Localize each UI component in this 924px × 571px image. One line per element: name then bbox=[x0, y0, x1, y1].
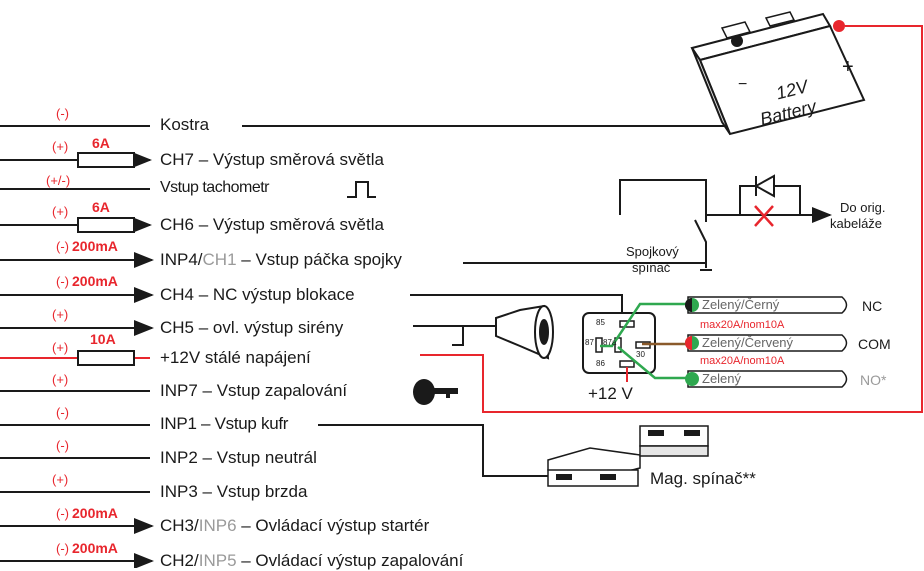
wire-polarity: (-) bbox=[56, 106, 69, 121]
wire-label-kostra: Kostra bbox=[160, 115, 210, 134]
cut-icon bbox=[754, 205, 774, 227]
output-rating-com: max20A/nom10A bbox=[700, 355, 785, 367]
relay-supply: +12 V bbox=[588, 384, 633, 403]
current-rating: 200mA bbox=[72, 540, 118, 556]
wire-polarity: (+) bbox=[52, 472, 69, 487]
battery-icon bbox=[690, 11, 866, 136]
output-wire-nc: Zelený/Černý bbox=[702, 297, 780, 312]
wire-polarity: (+) bbox=[52, 204, 69, 219]
out-box-no bbox=[687, 370, 848, 388]
relay-pin: 87 bbox=[585, 338, 594, 347]
wire-label-ch5: CH5 – ovl. výstup sirény bbox=[160, 318, 344, 337]
output-wire-com: Zelený/Červený bbox=[702, 335, 794, 350]
relay-pin: 30 bbox=[636, 350, 645, 359]
wire-polarity: (+) bbox=[52, 340, 69, 355]
wire-label-ch6: CH6 – Výstup směrová světla bbox=[160, 215, 384, 234]
output-wire-no: Zelený bbox=[702, 371, 742, 386]
current-rating: 200mA bbox=[72, 505, 118, 521]
wire-label-ch3: CH3/INP6 – Ovládací výstup startér bbox=[160, 516, 430, 535]
output-tag-no: NO* bbox=[860, 372, 887, 388]
wire-polarity: (-) bbox=[56, 541, 69, 556]
current-rating: 200mA bbox=[72, 238, 118, 254]
fuse-6a-ch6 bbox=[77, 217, 135, 233]
wire-label-inp4: INP4/CH1 – Vstup páčka spojky bbox=[160, 250, 402, 269]
fuse-6a-ch7 bbox=[77, 152, 135, 168]
wire-label-inp3: INP3 – Vstup brzda bbox=[160, 482, 308, 501]
output-rating-nc: max20A/nom10A bbox=[700, 319, 785, 331]
relay-pin: 87a bbox=[603, 338, 617, 347]
siren-icon bbox=[495, 304, 554, 360]
fuse-rating: 6A bbox=[92, 135, 110, 151]
wire-battery-plus bbox=[420, 25, 923, 413]
wire-polarity: (+) bbox=[52, 372, 69, 387]
out-box-com bbox=[687, 334, 848, 352]
orig-label-2: kabeláže bbox=[830, 216, 883, 231]
wire-label-ch4: CH4 – NC výstup blokace bbox=[160, 285, 355, 304]
current-rating: 200mA bbox=[72, 273, 118, 289]
wire-polarity: (-) bbox=[56, 405, 69, 420]
magswitch-label: Mag. spínač** bbox=[650, 469, 756, 488]
battery-plus: + bbox=[842, 56, 854, 78]
wire-label-inp7: INP7 – Vstup zapalování bbox=[160, 381, 348, 400]
key-icon bbox=[413, 379, 458, 405]
battery-minus: − bbox=[738, 76, 748, 93]
magnet-switch-icon bbox=[547, 425, 709, 487]
orig-label-1: Do orig. bbox=[840, 200, 886, 215]
fuse-rating: 6A bbox=[92, 199, 110, 215]
clutch-label-1: Spojkový bbox=[626, 244, 679, 259]
wire-polarity: (+/-) bbox=[46, 173, 71, 188]
wire-label-inp1: INP1 – Vstup kufr bbox=[160, 414, 289, 433]
pulse-icon bbox=[347, 181, 376, 198]
wire-polarity: (+) bbox=[52, 307, 69, 322]
output-tag-com: COM bbox=[858, 336, 891, 352]
wire-kostra-battery bbox=[242, 40, 736, 127]
wire-label-ch7: CH7 – Výstup směrová světla bbox=[160, 150, 384, 169]
relay-pin: 85 bbox=[596, 318, 605, 327]
wire-polarity: (-) bbox=[56, 438, 69, 453]
relay-pin: 86 bbox=[596, 359, 605, 368]
wire-polarity: (-) bbox=[56, 274, 69, 289]
clutch-label-2: spínač bbox=[632, 260, 671, 275]
wire-label-12v: +12V stálé napájení bbox=[160, 348, 311, 367]
diode-icon bbox=[753, 174, 775, 198]
fuse-10a bbox=[77, 350, 135, 366]
out-box-nc bbox=[687, 296, 848, 314]
wire-polarity: (-) bbox=[56, 506, 69, 521]
wire-polarity: (-) bbox=[56, 239, 69, 254]
wire-polarity: (+) bbox=[52, 139, 69, 154]
output-tag-nc: NC bbox=[862, 298, 883, 314]
wire-label-ch2: CH2/INP5 – Ovládací výstup zapalování bbox=[160, 551, 464, 570]
wire-label-inp2: INP2 – Vstup neutrál bbox=[160, 448, 317, 467]
fuse-rating: 10A bbox=[90, 331, 116, 347]
wire-label-tacho: Vstup tachometr bbox=[160, 179, 270, 196]
